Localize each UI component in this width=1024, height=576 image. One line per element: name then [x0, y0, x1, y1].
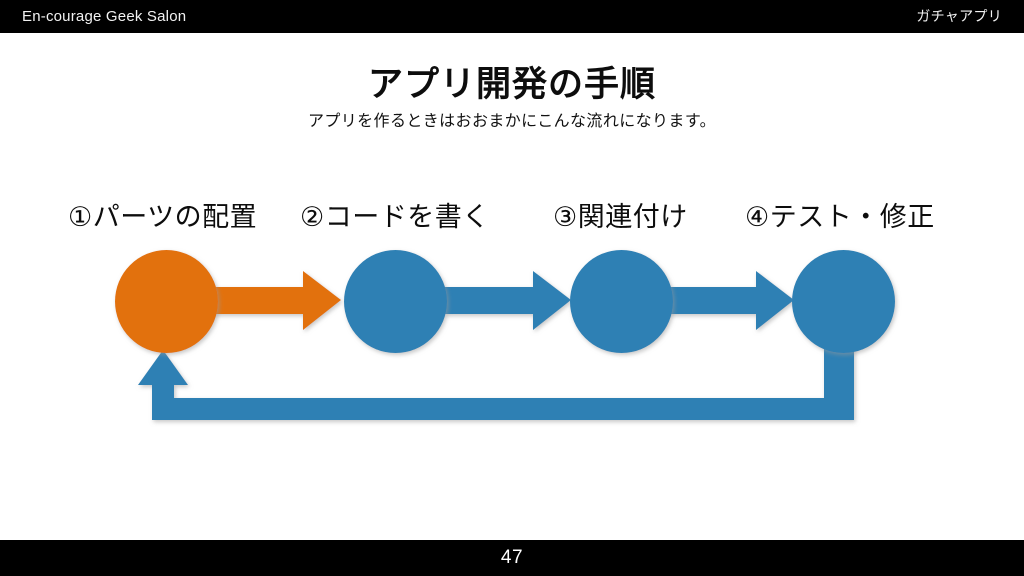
step-label-2: ②コードを書く [300, 202, 490, 232]
step-label-3: ③関連付け [553, 202, 688, 232]
flow-arrow-3 [668, 271, 794, 330]
flow-node-1 [115, 250, 218, 353]
page-title: アプリ開発の手順 [367, 65, 656, 104]
step-label-4: ④テスト・修正 [745, 202, 935, 232]
flow-node-4 [792, 250, 895, 353]
header-bar [0, 0, 1024, 33]
feedback-loop-arrow [138, 330, 854, 420]
step-label-1: ①パーツの配置 [68, 202, 258, 232]
header-brand-title: En-courage Geek Salon [22, 8, 187, 25]
flow-node-2 [344, 250, 447, 353]
flow-arrow-2 [444, 271, 571, 330]
footer-bar [0, 540, 1024, 576]
flow-arrow-1 [212, 271, 341, 330]
page-number: 47 [500, 547, 524, 568]
flow-node-3 [570, 250, 673, 353]
header-section-title: ガチャアプリ [916, 8, 1002, 24]
page-subtitle: アプリを作るときはおおまかにこんな流れになります。 [307, 113, 717, 130]
